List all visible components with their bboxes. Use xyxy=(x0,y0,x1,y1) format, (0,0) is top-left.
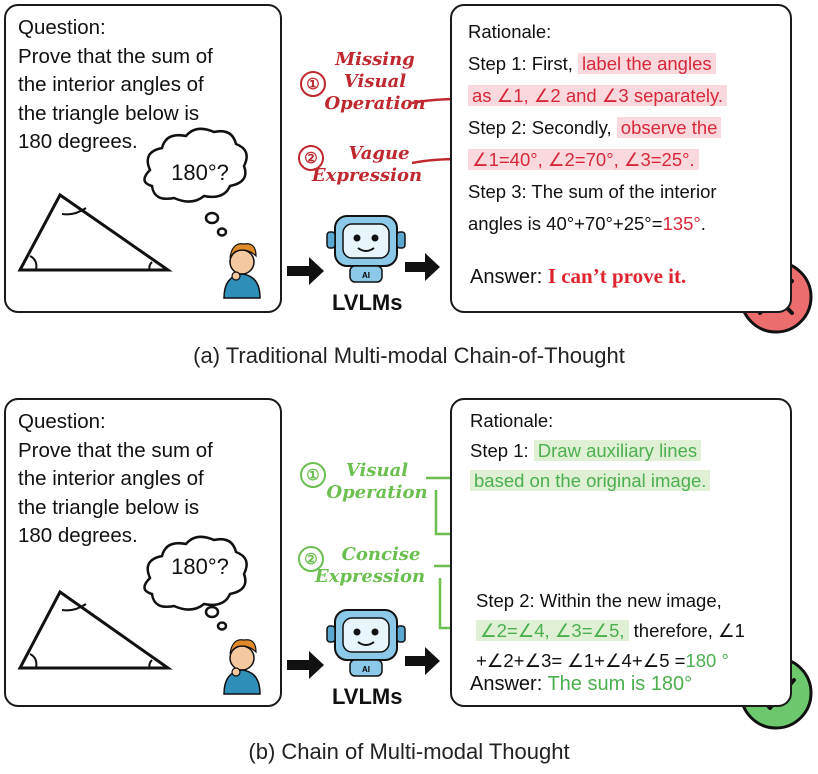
thinking-person-icon xyxy=(223,639,261,695)
question-label: Question: xyxy=(18,16,106,39)
caption-a: (a) Traditional Multi-modal Chain-of-Tho… xyxy=(193,343,625,368)
question-line: Prove that the sum of xyxy=(18,44,213,68)
answer-label: Answer: xyxy=(470,266,548,288)
step-2-cont: ∠2=∠4, ∠3=∠5, therefore, ∠1 xyxy=(476,616,745,646)
step-3: Step 3: The sum of the interior xyxy=(468,181,717,202)
step-text: angles is 40°+70°+25°= xyxy=(468,213,663,234)
question-line: 180 degrees. xyxy=(18,524,138,547)
question-line: Prove that the sum of xyxy=(18,438,213,462)
annotation-line: Operation xyxy=(324,93,426,114)
model-label: LVLMs xyxy=(332,290,403,315)
robot-icon: AI xyxy=(326,609,406,677)
annotation-number: ② xyxy=(298,145,324,171)
annotation-line: Expression xyxy=(314,566,426,587)
annotation-number: ② xyxy=(298,546,324,572)
answer-a: Answer: I can’t prove it. xyxy=(470,264,686,289)
thought-bubble-text: 180°? xyxy=(171,160,229,185)
thought-bubble-icon xyxy=(143,127,248,237)
question-text-b: Question: Prove that the sum of the inte… xyxy=(18,408,213,551)
step-2: Step 2: Within the new image, xyxy=(476,590,722,611)
svg-text:AI: AI xyxy=(362,271,370,280)
question-line: the interior angles of xyxy=(18,467,204,490)
step-1: Step 1: Draw auxiliary lines xyxy=(470,436,710,466)
step-text: Step 2: Secondly, xyxy=(468,117,617,138)
question-label: Question: xyxy=(18,410,106,433)
highlight-red: observe the xyxy=(616,117,722,138)
step-1-cont: as ∠1, ∠2 and ∠3 separately. xyxy=(468,80,727,112)
annotation-line: Operation xyxy=(326,482,428,503)
step-1-cont: based on the original image. xyxy=(470,466,711,496)
caption-b: (b) Chain of Multi-modal Thought xyxy=(248,739,570,764)
step-text: . xyxy=(700,213,706,234)
step-text: Step 1: First, xyxy=(468,53,579,74)
arrow-right-icon xyxy=(405,647,440,675)
answer-value: The sum is 180° xyxy=(547,673,693,695)
annotation-line: Vague xyxy=(348,143,410,164)
wrong-result: 135° xyxy=(662,213,701,234)
thought-bubble-icon xyxy=(143,535,248,631)
arrow-right-icon xyxy=(405,253,440,281)
step-1: Step 1: First, label the angles xyxy=(468,48,727,80)
highlight-red: as ∠1, ∠2 and ∠3 separately. xyxy=(468,85,727,106)
annotation-visual-operation: ① Visual Operation xyxy=(298,460,428,504)
annotation-line: Missing xyxy=(335,49,415,70)
answer-b: Answer: The sum is 180° xyxy=(470,673,692,696)
highlight-green: Draw auxiliary lines xyxy=(533,440,702,461)
rationale-label: Rationale: xyxy=(470,410,554,431)
step-text: therefore, ∠1 xyxy=(628,620,745,641)
question-line: the triangle below is xyxy=(18,495,200,519)
triangle-figure xyxy=(17,192,173,272)
triangle-figure xyxy=(17,589,173,670)
annotation-line: Visual xyxy=(345,460,409,481)
highlight-red: label the angles xyxy=(578,53,716,74)
question-line: 180 degrees. xyxy=(18,130,138,153)
annotation-concise-expression: ② Concise Expression xyxy=(296,544,436,588)
rationale-text-b-bottom: Step 2: Within the new image, ∠2=∠4, ∠3=… xyxy=(476,586,745,676)
annotation-number: ① xyxy=(300,71,326,97)
highlight-green: based on the original image. xyxy=(470,470,711,491)
question-line: the triangle below is xyxy=(18,101,200,125)
answer-value: I can’t prove it. xyxy=(547,264,687,288)
svg-text:AI: AI xyxy=(362,665,370,674)
annotation-vague-expression: ② Vague Expression xyxy=(296,143,432,187)
model-label: LVLMs xyxy=(332,684,403,709)
thinking-person-icon xyxy=(223,243,261,299)
robot-icon: AI xyxy=(326,215,406,283)
annotation-line: Concise xyxy=(341,544,421,565)
thought-bubble-text: 180°? xyxy=(171,554,229,579)
step-2: Step 2: Secondly, observe the xyxy=(468,112,727,144)
step-text: +∠2+∠3= ∠1+∠4+∠5 = xyxy=(476,650,686,671)
arrow-right-icon xyxy=(287,651,324,679)
step-2-cont2: +∠2+∠3= ∠1+∠4+∠5 =180 ° xyxy=(476,646,745,676)
highlight-red: ∠1=40°, ∠2=70°, ∠3=25°. xyxy=(468,149,699,170)
highlight-green: ∠2=∠4, ∠3=∠5, xyxy=(476,620,629,641)
rationale-label: Rationale: xyxy=(468,21,552,42)
arrow-right-icon xyxy=(287,257,324,285)
rationale-text-b-top: Rationale: Step 1: Draw auxiliary lines … xyxy=(470,406,711,496)
annotation-line: Visual xyxy=(343,71,407,92)
step-2-cont: ∠1=40°, ∠2=70°, ∠3=25°. xyxy=(468,144,727,176)
annotation-number: ① xyxy=(300,462,326,488)
annotation-missing-visual-operation: ① Missing Visual Operation xyxy=(296,49,426,115)
rationale-text-a: Rationale: Step 1: First, label the angl… xyxy=(468,16,727,240)
step-3-cont: angles is 40°+70°+25°=135°. xyxy=(468,208,727,240)
step-text: Step 1: xyxy=(470,440,534,461)
question-text-a: Question: Prove that the sum of the inte… xyxy=(18,14,213,157)
correct-result: 180 ° xyxy=(685,650,729,671)
annotation-line: Expression xyxy=(311,165,423,186)
question-line: the interior angles of xyxy=(18,73,204,96)
answer-label: Answer: xyxy=(470,673,548,695)
